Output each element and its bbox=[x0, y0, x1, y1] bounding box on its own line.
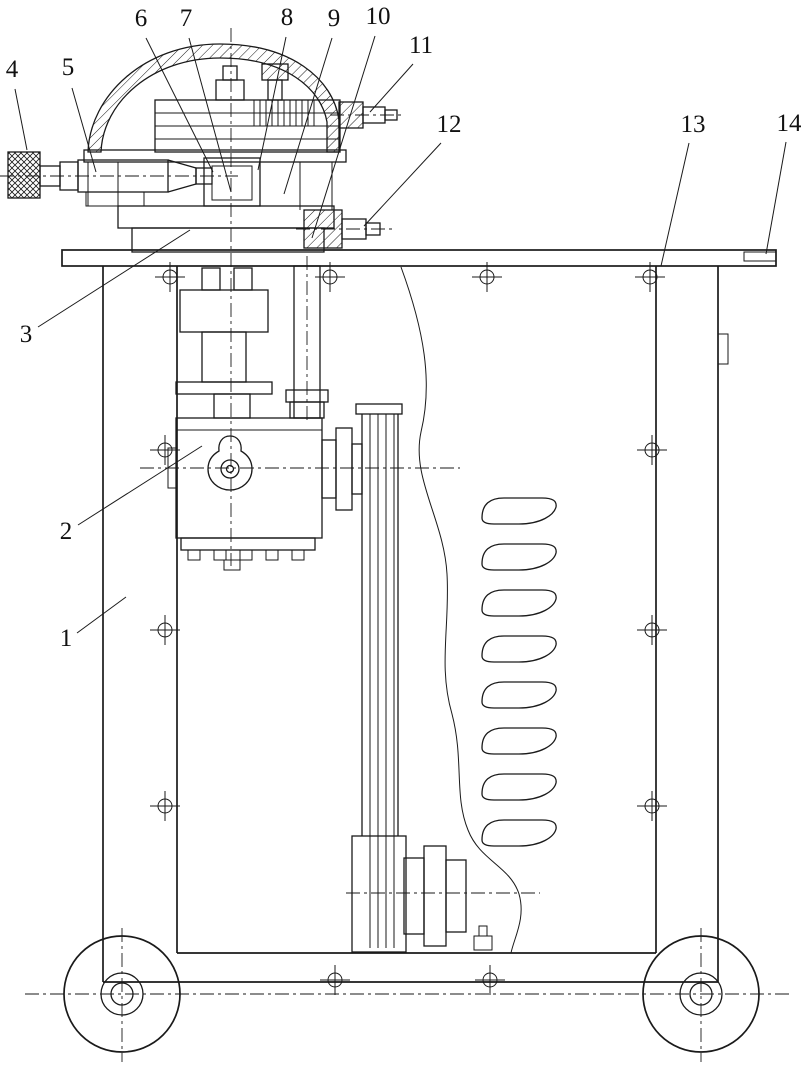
support-bracket bbox=[175, 265, 329, 419]
callout-3-label: 3 bbox=[20, 321, 33, 348]
handle-knob bbox=[7, 151, 41, 199]
handle-assembly bbox=[7, 151, 213, 199]
callout-5-label: 5 bbox=[62, 54, 75, 81]
callout-4-label: 4 bbox=[6, 56, 19, 83]
callout-3: 3 bbox=[20, 229, 191, 348]
lower-shaft bbox=[303, 209, 381, 249]
gear-housing bbox=[85, 157, 335, 253]
side-bracket bbox=[717, 333, 729, 365]
callout-8-label: 8 bbox=[281, 4, 294, 31]
callouts: 1 2 3 4 5 6 7 8 bbox=[6, 3, 801, 652]
centerlines bbox=[0, 28, 790, 1062]
callout-14: 14 bbox=[765, 110, 801, 255]
callout-1: 1 bbox=[60, 596, 127, 652]
callout-10-label: 10 bbox=[366, 3, 391, 30]
upper-shaft bbox=[338, 101, 398, 129]
frame-group bbox=[61, 249, 777, 983]
callout-5: 5 bbox=[62, 54, 97, 173]
callout-7-label: 7 bbox=[180, 5, 193, 32]
gear-stack bbox=[83, 63, 347, 163]
belt-drive bbox=[351, 403, 493, 953]
callout-12-label: 12 bbox=[437, 111, 462, 138]
callout-2-label: 2 bbox=[60, 518, 73, 545]
callout-14-label: 14 bbox=[777, 110, 801, 137]
callout-12: 12 bbox=[363, 111, 462, 227]
callout-8: 8 bbox=[257, 4, 294, 171]
callout-10: 10 bbox=[311, 3, 391, 239]
callout-4: 4 bbox=[6, 56, 28, 151]
motor-gearbox bbox=[167, 417, 363, 571]
vent-louvers bbox=[481, 497, 557, 847]
callout-11-label: 11 bbox=[409, 32, 433, 59]
callout-6: 6 bbox=[135, 5, 214, 173]
callout-9-label: 9 bbox=[328, 5, 341, 32]
lower-pulley bbox=[351, 835, 407, 953]
break-line bbox=[400, 266, 522, 954]
panel-screws bbox=[149, 261, 668, 996]
plate-end-tab bbox=[743, 251, 777, 262]
callout-7: 7 bbox=[180, 5, 232, 193]
callout-9: 9 bbox=[283, 5, 341, 195]
callout-13: 13 bbox=[660, 111, 706, 267]
callout-1-label: 1 bbox=[60, 625, 73, 652]
callout-11: 11 bbox=[369, 32, 433, 113]
callout-6-label: 6 bbox=[135, 5, 148, 32]
dome-cover bbox=[87, 43, 340, 153]
callout-2: 2 bbox=[60, 445, 203, 545]
flange-plate bbox=[83, 149, 347, 163]
callout-13-label: 13 bbox=[681, 111, 706, 138]
